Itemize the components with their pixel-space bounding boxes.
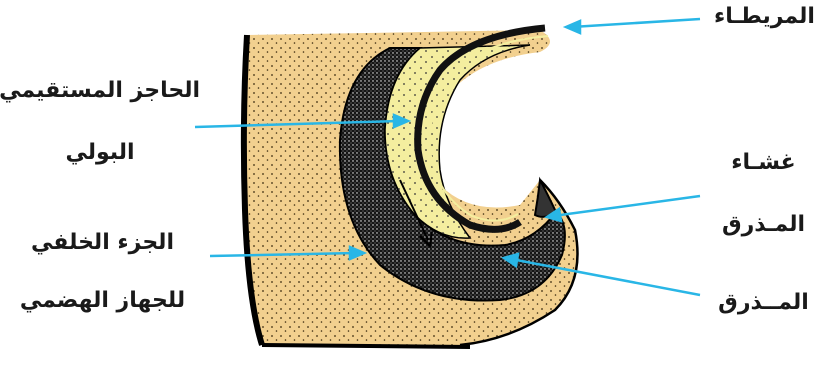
label-allantois: المريطـاء bbox=[707, 4, 822, 29]
label-cloaca: المــذرق bbox=[700, 290, 827, 315]
label-cloacal-membrane-line1: غشـاء bbox=[700, 150, 827, 175]
arrow-cloacal-membrane bbox=[553, 196, 700, 216]
label-urorectal-septum-line2: البولي bbox=[0, 140, 200, 165]
label-urorectal-septum-line1: الحاجز المستقيمي bbox=[0, 78, 200, 103]
label-hindgut-line2: للجهاز الهضمي bbox=[0, 288, 205, 313]
label-cloacal-membrane-line2: المـذرق bbox=[700, 212, 827, 237]
label-hindgut-line1: الجزء الخلفي bbox=[0, 230, 205, 255]
arrow-allantois bbox=[572, 19, 700, 27]
bottom-outline bbox=[262, 345, 470, 347]
